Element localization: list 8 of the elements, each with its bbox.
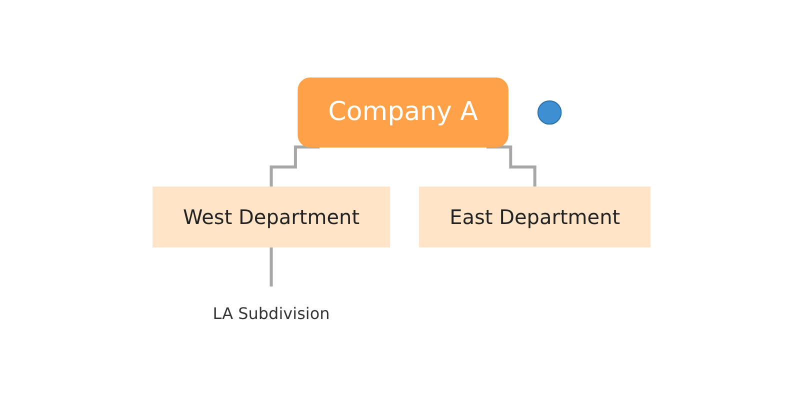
node-box: Company A xyxy=(298,77,508,147)
node-box: West Department xyxy=(152,186,390,247)
node-box: East Department xyxy=(419,186,651,247)
connector xyxy=(270,245,273,288)
node-text: LA Subdivision xyxy=(212,304,330,322)
connector xyxy=(486,145,536,188)
connector xyxy=(270,145,320,188)
node-person xyxy=(537,100,562,124)
